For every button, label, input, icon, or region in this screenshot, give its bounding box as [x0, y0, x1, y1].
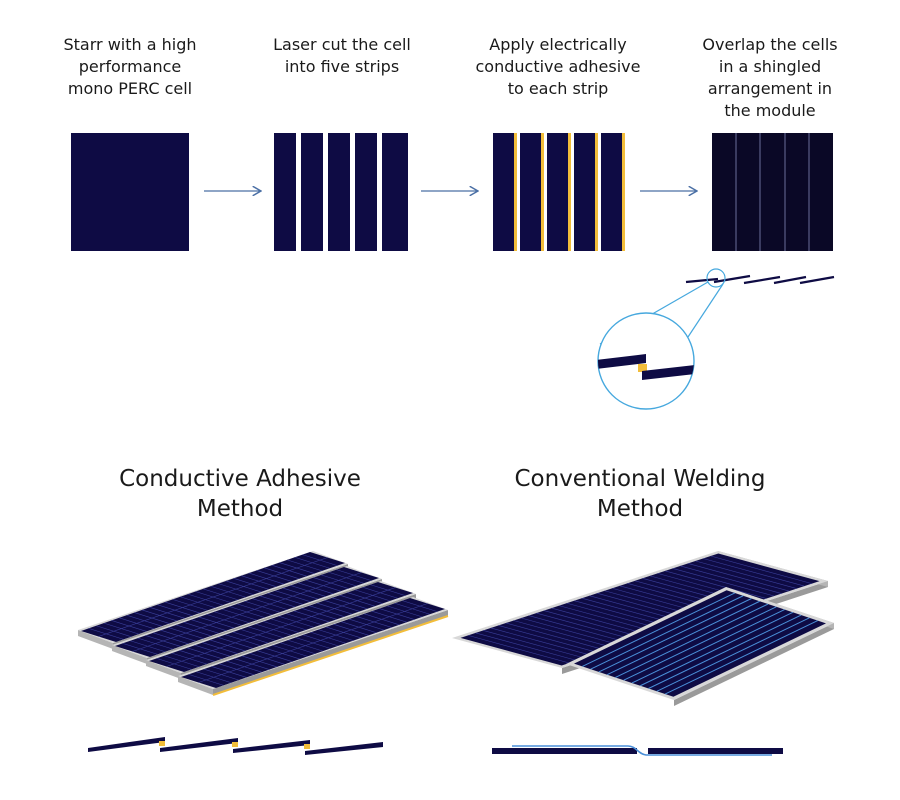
zoom-strip-upper: [598, 354, 646, 369]
cell-gridline: [687, 563, 790, 592]
adhesive-strip-1: [493, 133, 514, 251]
cell-gridline: [166, 587, 396, 667]
adhesive-strip-5: [601, 133, 622, 251]
profile-strip-5: [799, 275, 835, 285]
adhesive-strip-2: [520, 133, 541, 251]
cell-gridline: [543, 610, 646, 639]
adhesive-profile: [88, 737, 383, 755]
adhesive-method-illustration: [78, 551, 449, 696]
cell-gridline: [648, 614, 802, 689]
cell-gridline: [490, 627, 593, 656]
shingled-module: [712, 133, 833, 251]
cell-gridline: [623, 606, 777, 681]
welding-method-title: Conventional Welding Method: [514, 466, 766, 522]
panel-edge: [674, 623, 834, 706]
adhesive-profile-strip-3: [233, 740, 310, 753]
cell-gridline: [664, 620, 818, 695]
cell-gridline: [536, 612, 638, 641]
adhesive-line-1: [514, 133, 517, 251]
welding-profile: [492, 745, 783, 756]
step-2-label: Laser cut the cell into five strips: [273, 35, 411, 76]
cell-gridline: [98, 557, 328, 637]
cell-gridline: [680, 565, 782, 594]
cell-gridline: [703, 558, 805, 587]
cell-gridline: [665, 570, 767, 599]
cell-gridline: [640, 611, 794, 687]
zoom-source-circle: [706, 268, 726, 288]
adhesive-profile-glue-2: [232, 742, 238, 747]
zoom-detail: [598, 354, 694, 380]
cell-gridline: [598, 598, 752, 673]
profile-strip-3: [743, 275, 781, 285]
strip-4: [355, 133, 377, 251]
cell-gridline: [475, 632, 577, 661]
adhesive-method-title: Conductive Adhesive Method: [119, 466, 361, 522]
cell-gridline: [582, 592, 736, 667]
cell-gridline: [528, 615, 631, 644]
welding-method-illustration: [452, 551, 834, 706]
cell-gridline: [672, 568, 775, 597]
panel-side: [112, 645, 147, 664]
adhesive-edge: [212, 615, 449, 696]
zoom-line-right: [685, 283, 724, 341]
strip-2: [301, 133, 323, 251]
adhesive-line-3: [568, 133, 571, 251]
cell-gridline: [606, 600, 760, 676]
adhesive-strip-3: [547, 133, 568, 251]
cell-gridline: [467, 635, 570, 664]
cell-gridline: [498, 625, 600, 654]
adhesive-line-4: [595, 133, 598, 251]
adhesive-profile-strip-1: [88, 737, 165, 752]
zoom-strip-lower: [642, 365, 694, 380]
zoom-adhesive: [638, 364, 647, 372]
five-strips: [274, 133, 408, 251]
welding-profile-cell-2: [648, 748, 783, 754]
panel-side: [78, 630, 113, 649]
adhesive-line-5: [622, 133, 625, 251]
shingled-module-body: [712, 133, 833, 251]
shingled-profile: [685, 274, 835, 285]
strip-3: [328, 133, 350, 251]
cell-gridline: [590, 595, 744, 670]
profile-strip-4: [773, 275, 807, 285]
adhesive-profile-strip-4: [305, 742, 383, 755]
strip-5: [382, 133, 408, 251]
panel-side: [178, 676, 213, 695]
panel-edge: [213, 610, 448, 695]
cell-gridline: [483, 630, 585, 659]
cell-gridline: [695, 560, 797, 589]
welding-ribbon: [512, 745, 772, 756]
adhesive-profile-glue-1: [159, 741, 165, 746]
welding-panel-right: [566, 587, 834, 706]
panel-side: [146, 660, 181, 679]
mono-perc-cell: [71, 133, 189, 251]
cell-gridline: [656, 617, 810, 692]
shingled-panel-4: [178, 597, 449, 696]
cell-gridline: [710, 555, 813, 584]
step-1-label: Starr with a high performance mono PERC …: [63, 35, 197, 98]
cell-gridline: [513, 620, 615, 649]
profile-strip-2: [713, 274, 751, 284]
cell-gridline: [521, 617, 623, 646]
cell-gridline: [631, 609, 785, 684]
cell-gridline: [615, 603, 769, 678]
adhesive-strip-4: [574, 133, 595, 251]
adhesive-profile-glue-3: [304, 744, 310, 749]
strip-1: [274, 133, 296, 251]
welding-profile-cell-1: [492, 748, 637, 754]
step-3-label: Apply electrically conductive adhesive t…: [475, 35, 641, 98]
strips-with-adhesive: [493, 133, 625, 251]
adhesive-profile-strip-2: [160, 738, 238, 752]
cell-gridline: [198, 603, 428, 683]
profile-strip-1: [685, 277, 719, 284]
cell-gridline: [132, 572, 362, 652]
adhesive-line-2: [541, 133, 544, 251]
step-4-label: Overlap the cells in a shingled arrangem…: [702, 35, 838, 120]
cell-gridline: [505, 622, 608, 651]
